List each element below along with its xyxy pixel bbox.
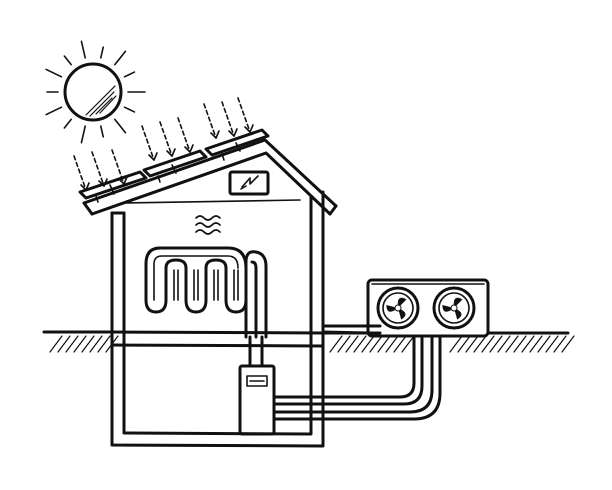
ground-hatch-stroke [553, 335, 567, 353]
sun-rays [45, 40, 146, 144]
house-icon [110, 190, 325, 448]
ground-hatch-stroke [57, 335, 71, 353]
sun-ray [63, 118, 72, 129]
ground-hatch-stroke [561, 335, 575, 353]
sun-ray [114, 50, 127, 66]
sun-shading [85, 85, 117, 117]
house-roof [82, 138, 338, 216]
sunlight-arrowhead [98, 178, 108, 187]
ground-hatch-stroke [385, 335, 399, 353]
ground-hatch-stroke [473, 335, 487, 353]
ground-hatch-stroke [49, 335, 63, 353]
fan-icon [366, 278, 490, 338]
ground-hatch-stroke [529, 335, 543, 353]
sunlight-arrowhead [210, 130, 220, 139]
ground-hatch-stroke [465, 335, 479, 353]
sunlight-arrowhead [184, 144, 194, 153]
sunlight-arrow [221, 101, 235, 137]
ground-hatch-stroke [97, 335, 111, 353]
sunlight-arrow [73, 155, 87, 191]
ground-hatch-stroke [377, 335, 391, 353]
sunlight-arrow [237, 97, 251, 133]
sunlight-arrow [159, 121, 173, 157]
ground-hatch-stroke [337, 335, 351, 353]
heating-coil-icon [144, 246, 268, 339]
sun-ray [99, 125, 105, 138]
sunlight-arrowhead [244, 124, 254, 133]
sun-ray [123, 106, 136, 113]
fan-blades-left [386, 297, 407, 320]
ground-hatch-stroke [521, 335, 535, 353]
sunlight-arrow [177, 117, 191, 153]
ground-hatch-stroke [361, 335, 375, 353]
ground-hatch-icon [42, 330, 575, 353]
ground-hatch-stroke [449, 335, 463, 353]
ground-hatch-stroke [489, 335, 503, 353]
heat-pump-pipes [272, 324, 442, 421]
ground-hatch-stroke [401, 335, 415, 353]
ground-hatch-stroke [457, 335, 471, 353]
ground-hatch-stroke [513, 335, 527, 353]
ground-hatch-stroke [81, 335, 95, 353]
ground-hatch-stroke [537, 335, 551, 353]
sun-ray [99, 46, 105, 59]
fan-blade [386, 304, 398, 312]
solar-panel-icon [78, 128, 270, 203]
ground-hatch-stroke [329, 335, 343, 353]
fan-blade [442, 304, 454, 312]
sun-ray [63, 55, 72, 66]
ground-hatch-stroke [369, 335, 383, 353]
fan-hub [394, 304, 402, 312]
lightning-bolt-icon [228, 170, 270, 196]
control-unit-icon [238, 335, 276, 436]
sun-ray [80, 40, 87, 59]
ground-hatch-stroke [545, 335, 559, 353]
ground-hatch-stroke [497, 335, 511, 353]
sunlight-arrow [91, 151, 105, 187]
ground-hatch-stroke [65, 335, 79, 353]
sunlight-arrowhead [166, 148, 176, 157]
ground-hatch-stroke [353, 335, 367, 353]
ground-hatch-stroke [481, 335, 495, 353]
sunlight-arrow [141, 125, 155, 161]
sun-icon [45, 40, 146, 144]
heat-waves-icon [195, 215, 221, 235]
ground-hatch-stroke [73, 335, 87, 353]
sun-ray [123, 71, 136, 78]
ground-hatch-stroke [505, 335, 519, 353]
fan-blades-right [442, 297, 463, 320]
fan-hub [450, 304, 458, 312]
sun-ray [80, 125, 87, 144]
sunlight-arrowhead [228, 128, 238, 137]
sunlight-arrowhead [148, 152, 158, 161]
ground-hatch-stroke [89, 335, 103, 353]
sun-ray [114, 118, 127, 134]
sunlight-arrow [203, 103, 217, 139]
ground-hatch-stroke [393, 335, 407, 353]
sun-ray [45, 68, 63, 78]
ground-hatch-stroke [345, 335, 359, 353]
sun-ray [45, 106, 63, 116]
